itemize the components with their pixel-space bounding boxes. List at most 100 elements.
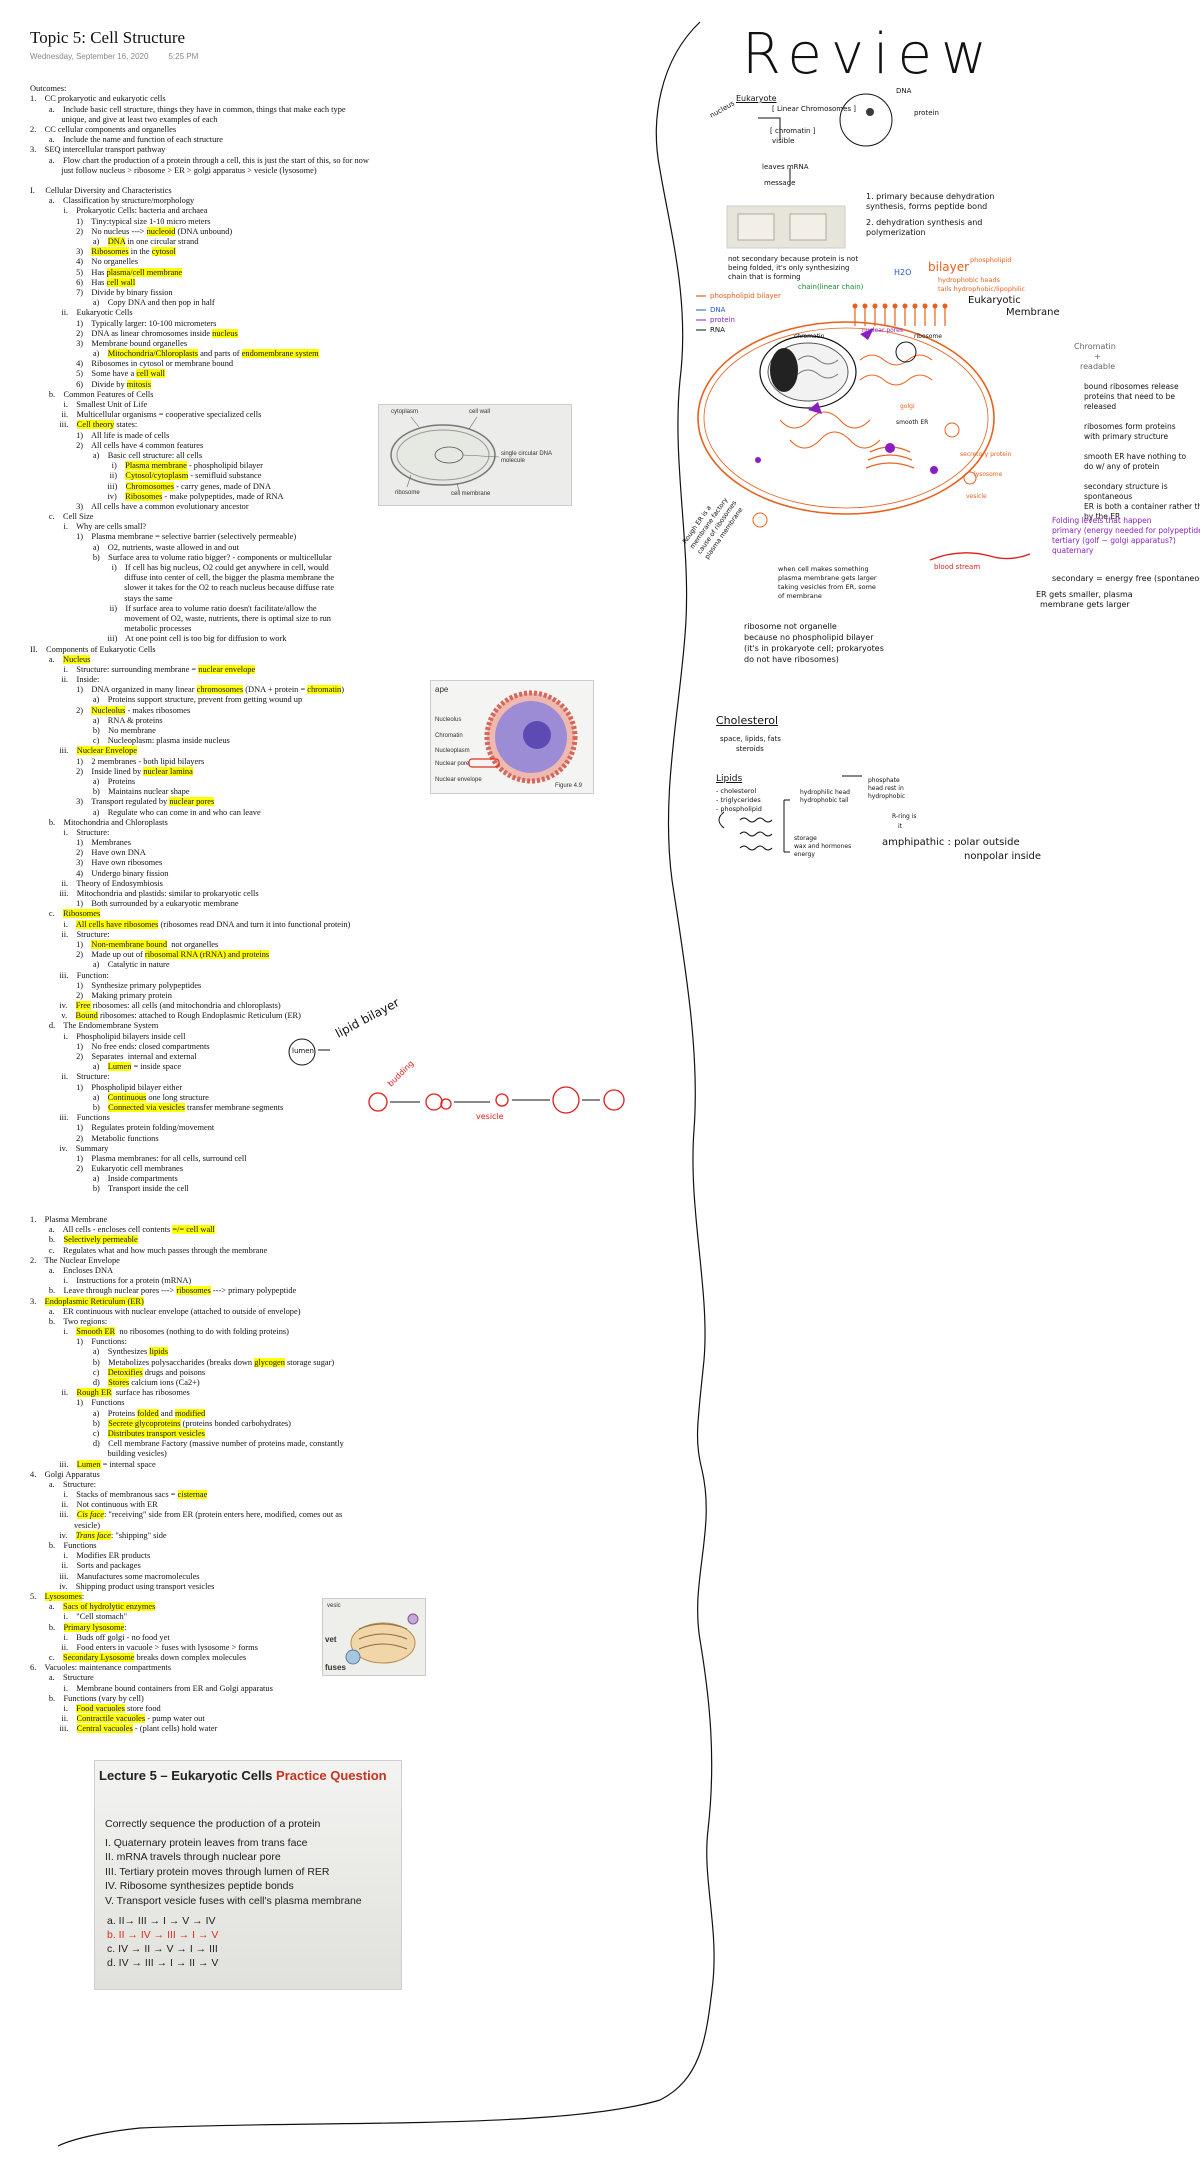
- outline-text: b) Metabolizes polysaccharides (breaks d…: [30, 1357, 255, 1367]
- outline-text: 4. Golgi Apparatus: [30, 1469, 100, 1479]
- label-cell-membrane: cell membrane: [451, 491, 491, 497]
- outline-line: iii. Lumen = internal space: [30, 1459, 440, 1470]
- label-vet: vet: [325, 1635, 337, 1644]
- outline-text: one long structure: [146, 1092, 209, 1102]
- outline-line: b. Leave through nuclear pores ---> ribo…: [30, 1286, 440, 1296]
- outline-line: b. Primary lysosome:: [30, 1622, 440, 1633]
- outline-line: 1) DNA organized in many linear chromoso…: [30, 685, 440, 695]
- slide-heading-text: Lecture 5 – Eukaryotic Cells: [99, 1768, 273, 1783]
- lipid-squiggle: [739, 817, 773, 823]
- outline-text: 1. Plasma Membrane: [30, 1215, 108, 1224]
- outline-text: = internal space: [100, 1459, 156, 1469]
- highlighted-text: chromatin: [307, 685, 342, 695]
- outline-text: a) RNA & proteins: [30, 715, 163, 725]
- highlighted-text: glycogen: [254, 1357, 285, 1367]
- outline-text: a. ER continuous with nuclear envelope (…: [30, 1306, 301, 1316]
- outline-line: slower it takes for the O2 to reach nucl…: [30, 583, 440, 593]
- outline-text: ii) If surface area to volume ratio does…: [30, 603, 317, 613]
- outline-text: transfer membrane segments: [184, 1102, 284, 1112]
- er-note-1: ER gets smaller, plasma: [1036, 590, 1133, 599]
- outline-text: b. Functions: [30, 1541, 97, 1550]
- lysosome-figure: vesic vet fuses: [322, 1598, 426, 1676]
- cellMakes-line: of membrane: [778, 592, 822, 600]
- outline-text: Outcomes:: [30, 84, 67, 94]
- outline-text: i. Phospholipid bilayers inside cell: [30, 1031, 186, 1041]
- highlighted-text: Lumen: [76, 1459, 101, 1469]
- prokaryote-cell-drawing: [390, 416, 500, 492]
- outline-text: a) Proteins: [30, 1408, 138, 1418]
- outline-text: iii.: [30, 420, 77, 430]
- outline-text: 4) No organelles: [30, 257, 139, 267]
- outline-line: a. ER continuous with nuclear envelope (…: [30, 1307, 440, 1317]
- highlighted-text: cytosol: [151, 247, 176, 257]
- outline-text: a) Synthesizes: [30, 1347, 150, 1357]
- twist-1: R-ring is: [892, 813, 917, 820]
- outline-line: iii. Cis face: "receiving" side from ER …: [30, 1510, 440, 1520]
- outline-line: iii. Cell theory states:: [30, 420, 440, 430]
- lipids-title: Lipids: [716, 774, 743, 784]
- rightnotes-line: released: [1084, 402, 1117, 411]
- outline-line: b. Common Features of Cells: [30, 390, 440, 400]
- outline-text: c): [30, 1428, 108, 1438]
- outline-text: vesicle): [30, 1520, 101, 1530]
- outline-text: ii. Not continuous with ER: [30, 1500, 158, 1510]
- highlighted-text: plasma/cell membrane: [106, 267, 183, 277]
- outline-text: 1) Functions:: [30, 1337, 127, 1347]
- dna-circle: [839, 93, 893, 147]
- bilayer-note-3: tails hydrophobic/lipophilic: [938, 285, 1026, 293]
- outline-text: c. Cell Size: [30, 512, 94, 522]
- folding-line: tertiary (golf ~ golgi apparatus?): [1052, 536, 1176, 545]
- rightnotes-line: secondary structure is: [1084, 482, 1168, 491]
- outline-line: c) Detoxifies drugs and poisons: [30, 1367, 440, 1378]
- outline-line: c) Nucleoplasm: plasma inside nucleus: [30, 736, 440, 746]
- outline-line: ii) If surface area to volume ratio does…: [30, 604, 440, 614]
- highlighted-text: Trans face: [75, 1530, 111, 1540]
- outline-text: 2) Separates internal and external: [30, 1052, 197, 1061]
- outline-line: c. Cell Size: [30, 512, 440, 522]
- label-nuclear-envelope: Nuclear envelope: [435, 777, 482, 783]
- highlighted-text: Continuous: [107, 1092, 147, 1102]
- outline-text: ii. Eukaryotic Cells: [30, 308, 133, 318]
- outline-text: ii. Sorts and packages: [30, 1561, 141, 1571]
- outline-text: b. Leave through nuclear pores --->: [30, 1286, 177, 1296]
- highlighted-text: Detoxifies: [107, 1367, 143, 1377]
- review-linear-chromosomes: [ Linear Chromosomes ]: [772, 105, 857, 113]
- highlighted-text: Cis face: [76, 1510, 104, 1520]
- highlighted-text: Rough ER: [76, 1388, 112, 1398]
- bilayer-label: bilayer: [928, 260, 970, 274]
- storage-3: energy: [794, 851, 815, 858]
- outline-line: 1) All life is made of cells: [30, 431, 440, 441]
- diagram-label-secretory: secretory protein: [960, 451, 1012, 458]
- outline-line: ii) Cytosol/cytoplasm - semifluid substa…: [30, 471, 440, 481]
- highlighted-text: cell wall: [136, 369, 165, 379]
- outline-text: states:: [114, 420, 138, 430]
- label-cell-wall: cell wall: [469, 409, 491, 415]
- amphipathic: amphipathic : polar outside: [882, 837, 1020, 848]
- outline-text: 1) Functions: [30, 1398, 125, 1408]
- lumen-label: lumen: [292, 1047, 314, 1055]
- slide-answers: a. II→ III → I → V → IV b. II → IV → III…: [107, 1914, 218, 1970]
- label-cytoplasm: cytoplasm: [391, 409, 419, 415]
- outline-text: 1) Both surrounded by a eukaryotic membr…: [30, 899, 239, 909]
- outline-line: b. Two regions:: [30, 1317, 440, 1327]
- outline-line: i. Stacks of membranous sacs = cisternae: [30, 1490, 440, 1500]
- outline-line: iii) Chromosomes - carry genes, made of …: [30, 481, 440, 492]
- outline-line: 2) Inside lined by nuclear lamina: [30, 766, 440, 777]
- outline-text: ii. Inside:: [30, 675, 100, 685]
- outline-line: d) Cell membrane Factory (massive number…: [30, 1439, 440, 1449]
- outline-text: building vesicles): [30, 1449, 167, 1459]
- outline-text: 3) All cells have a common evolutionary …: [30, 501, 249, 511]
- outline-text: i. Structure:: [30, 827, 110, 837]
- outline-text: iv.: [30, 1530, 76, 1540]
- outline-line: metabolic processes: [30, 624, 440, 634]
- outline-text: 1) Plasma membrane = selective barrier (…: [30, 532, 297, 542]
- outline-line: a) Regulate who can come in and who can …: [30, 808, 440, 818]
- outline-text: 3. SEQ intercellular transport pathway: [30, 145, 166, 155]
- outline-line: 2) DNA as linear chromosomes inside nucl…: [30, 328, 440, 339]
- outline-text: b) No membrane: [30, 726, 156, 735]
- outline-text: no ribosomes (nothing to do with folding…: [115, 1327, 289, 1337]
- outline-line: a) Proteins: [30, 777, 440, 787]
- outline-text: a): [30, 1062, 108, 1072]
- outline-text: drugs and poisons: [142, 1367, 206, 1377]
- highlighted-text: modified: [174, 1408, 206, 1418]
